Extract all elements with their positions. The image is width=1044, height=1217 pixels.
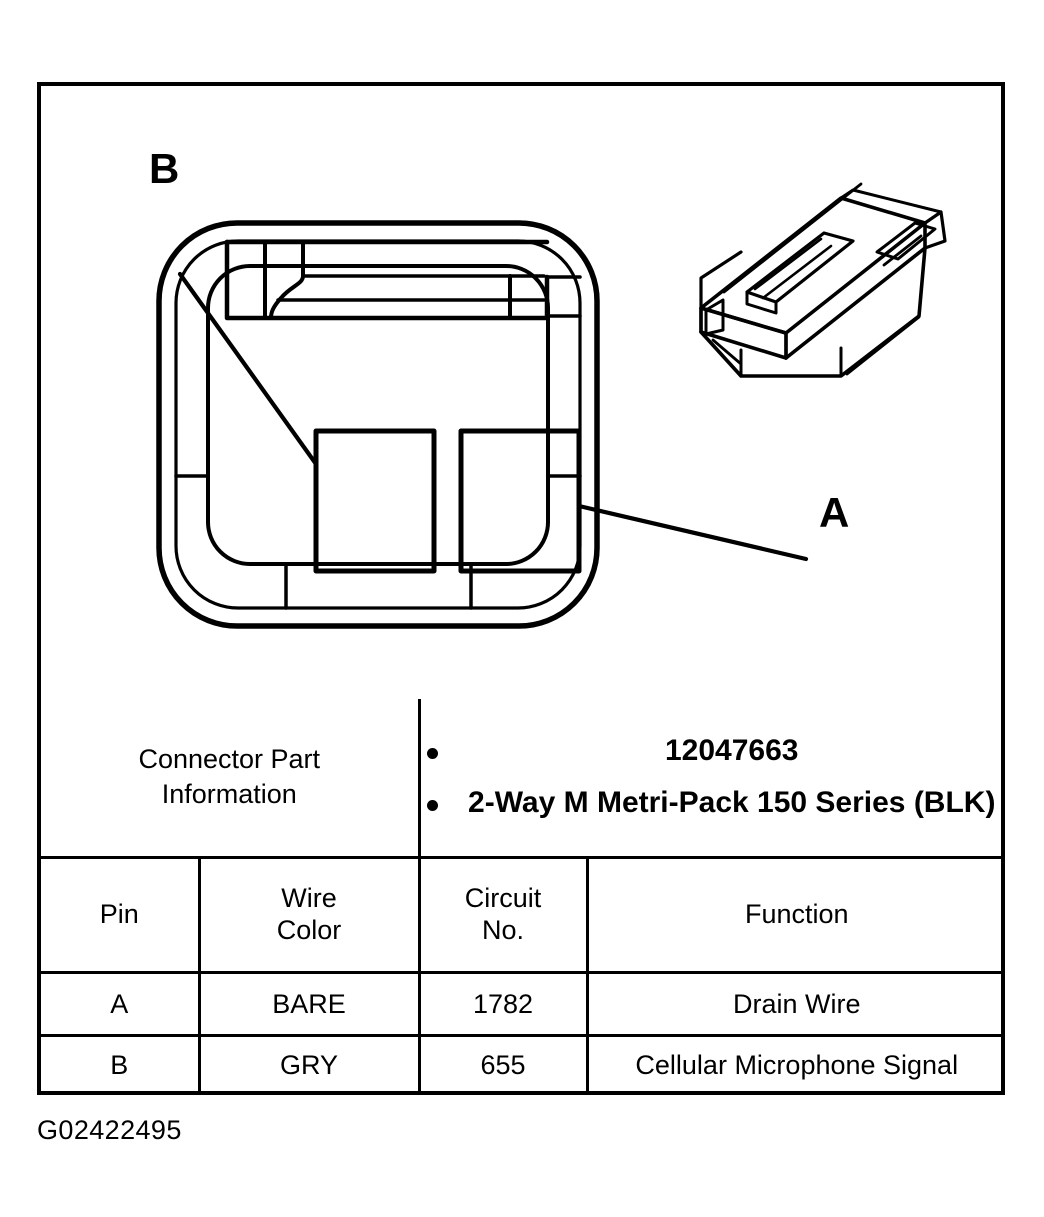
iso-terminal-window bbox=[875, 221, 937, 261]
column-header-pin: Pin bbox=[41, 855, 201, 975]
left-pin-cavity bbox=[313, 428, 437, 574]
circuit-no-line-2: No. bbox=[481, 914, 525, 945]
cpi-label-line-2: Information bbox=[161, 779, 297, 810]
cpi-label-line-1: Connector Part bbox=[138, 743, 321, 774]
iso-left-upper bbox=[699, 250, 743, 334]
table-row: A BARE 1782 Drain Wire bbox=[41, 971, 1005, 1037]
callout-leader-a bbox=[576, 503, 809, 562]
connector-part-information-row: Connector Part Information 12047663 2-Wa… bbox=[41, 699, 1006, 859]
cell-function: Drain Wire bbox=[585, 971, 1005, 1037]
table-row: B GRY 655 Cellular Microphone Signal bbox=[41, 1033, 1005, 1095]
iso-top-cap bbox=[839, 188, 943, 214]
column-header-circuit-no: Circuit No. bbox=[417, 855, 589, 975]
cpi-bullet-list: 12047663 2-Way M Metri-Pack 150 Series (… bbox=[421, 732, 1006, 822]
iso-front-mouth bbox=[704, 298, 725, 336]
cpi-item-text: 2-Way M Metri-Pack 150 Series (BLK) bbox=[468, 786, 996, 820]
cell-function: Cellular Microphone Signal bbox=[585, 1033, 1005, 1095]
iso-seam-mid bbox=[784, 221, 927, 335]
cell-wire-color: GRY bbox=[197, 1033, 421, 1095]
wire-color-line-1: Wire bbox=[281, 883, 337, 914]
iso-right-face bbox=[784, 221, 927, 360]
cavity-opening bbox=[206, 264, 550, 566]
top-key-band bbox=[224, 239, 550, 321]
cpi-bullet-item: 12047663 bbox=[421, 732, 1006, 770]
circuit-no-line-1: Circuit bbox=[464, 883, 542, 914]
iso-latch-front bbox=[745, 290, 778, 315]
iso-latch-groove-2 bbox=[761, 244, 833, 300]
cell-circuit-no: 655 bbox=[417, 1033, 589, 1095]
cell-pin: A bbox=[41, 971, 201, 1037]
iso-terminal-window-line bbox=[882, 234, 923, 267]
connector-part-information-values: 12047663 2-Way M Metri-Pack 150 Series (… bbox=[417, 699, 1006, 859]
iso-latch-groove-1 bbox=[753, 237, 823, 291]
cell-wire-color: BARE bbox=[197, 971, 421, 1037]
pin-table-header-row: Pin Wire Color Circuit No. Function bbox=[41, 855, 1005, 975]
right-pin-cavity bbox=[458, 428, 582, 574]
iso-seam-bottom bbox=[845, 315, 921, 376]
top-rib-chamfer bbox=[269, 240, 305, 320]
connector-part-information-label: Connector Part Information bbox=[41, 699, 421, 859]
wire-color-line-2: Color bbox=[276, 914, 342, 945]
cell-pin: B bbox=[41, 1033, 201, 1095]
cell-circuit-no: 1782 bbox=[417, 971, 589, 1037]
iso-seam-top bbox=[722, 182, 863, 294]
cpi-bullet-item: 2-Way M Metri-Pack 150 Series (BLK) bbox=[421, 784, 1006, 822]
column-header-wire-color: Wire Color bbox=[197, 855, 421, 975]
iso-far-cap bbox=[923, 210, 947, 250]
figure-caption: G02422495 bbox=[37, 1115, 182, 1145]
connector-front-face-view bbox=[156, 220, 600, 629]
callout-label-b: B bbox=[149, 145, 179, 192]
callout-label-a: A bbox=[819, 489, 849, 536]
bullet-icon bbox=[426, 799, 438, 811]
connector-illustration-svg: B A bbox=[149, 145, 947, 629]
figure-frame: B A Connector Part Information bbox=[37, 82, 1005, 1095]
shell-outer-outline bbox=[156, 220, 600, 629]
column-header-function: Function bbox=[585, 855, 1005, 975]
callout-leader-b bbox=[177, 271, 319, 467]
iso-front-mouth-edge bbox=[711, 338, 743, 366]
connector-spec-table: Connector Part Information 12047663 2-Wa… bbox=[41, 699, 1005, 1095]
connector-isometric-view bbox=[699, 182, 947, 378]
connector-illustration: B A bbox=[41, 86, 1005, 699]
iso-latch-rib bbox=[745, 231, 855, 304]
bullet-icon bbox=[426, 748, 438, 760]
shell-inner-wall bbox=[174, 239, 582, 610]
cpi-item-text: 12047663 bbox=[665, 734, 799, 768]
